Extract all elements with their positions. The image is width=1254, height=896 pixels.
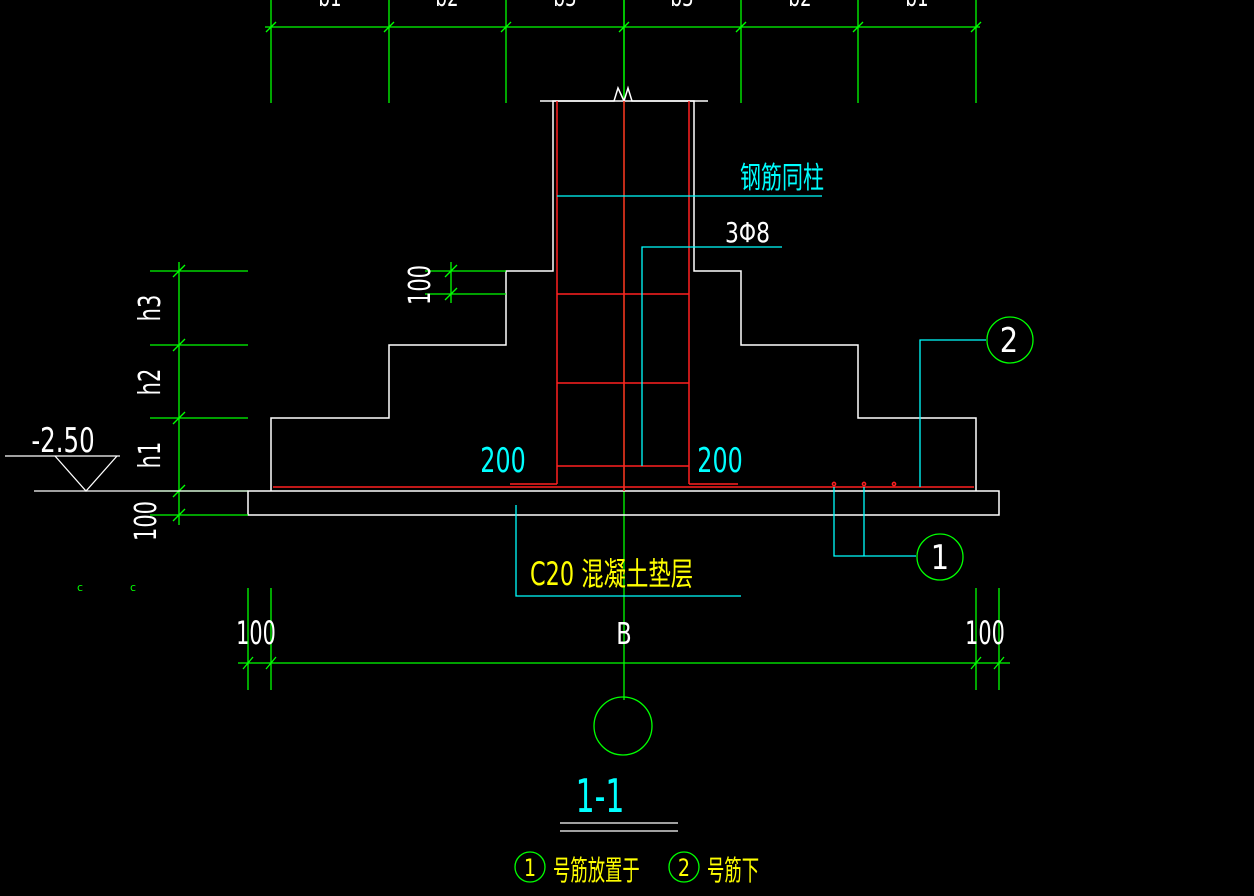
legend-mark-1-circle — [514, 851, 546, 883]
note-cover-left-200: 200 — [480, 441, 525, 480]
legend-text-2: 号筋下 — [707, 855, 759, 887]
dim-b3-right: b3 — [670, 0, 693, 13]
dim-bottom-right-100: 100 — [965, 616, 1005, 653]
legend-text-1: 号筋放置于 — [553, 855, 640, 887]
note-cover-right-200: 200 — [697, 441, 742, 480]
dim-b2-right: b2 — [788, 0, 811, 13]
legend-mark-1: 1 — [524, 855, 536, 883]
dim-h2: h2 — [133, 369, 168, 396]
legend-mark-2-circle — [668, 851, 700, 883]
small-mark-1: c — [77, 581, 83, 594]
section-title-underline — [560, 822, 678, 832]
bar-mark-2: 2 — [986, 316, 1034, 364]
top-dimension-chain — [265, 0, 982, 103]
note-concrete-pad: C20 混凝土垫层 — [530, 555, 693, 593]
leader-concrete-pad — [515, 505, 741, 597]
dim-bottom-left-100: 100 — [236, 616, 276, 653]
note-stirrups-3phi8: 3Φ8 — [725, 216, 770, 248]
elevation-mark — [5, 455, 248, 492]
leader-lines — [515, 195, 986, 597]
bottom-dimension-chain — [238, 588, 1010, 756]
dim-b1-left: b1 — [318, 0, 341, 13]
leader-bar1 — [833, 487, 916, 557]
elevation-label: -2.50 — [31, 421, 94, 460]
dim-b3-left: b3 — [553, 0, 576, 13]
leader-bar2 — [919, 339, 986, 487]
left-dimension-labels: h3 h2 h1 100 100 — [129, 265, 438, 541]
dim-h1: h1 — [133, 442, 168, 469]
small-mark-2: c — [130, 581, 136, 594]
dim-step-100: 100 — [403, 265, 438, 305]
bar-mark-1-label: 1 — [931, 539, 949, 578]
bar-mark-1: 1 — [916, 533, 964, 581]
top-dimension-labels: b1 b2 b3 b3 b2 b1 — [318, 0, 928, 13]
section-title: 1-1 — [576, 770, 625, 823]
rebar-cage — [273, 101, 974, 491]
legend-mark-2: 2 — [678, 855, 690, 883]
dim-pad-100: 100 — [129, 501, 164, 541]
axis-label-b: B — [616, 617, 631, 652]
bar-mark-2-label: 2 — [1000, 322, 1018, 361]
legend: 1 号筋放置于 2 号筋下 — [514, 851, 759, 887]
axis-bubble — [593, 696, 653, 756]
leader-stirrups — [641, 246, 782, 466]
dim-h3: h3 — [133, 295, 168, 322]
dim-b2-left: b2 — [435, 0, 458, 13]
left-dimension-chain — [150, 262, 506, 525]
note-rebar-same-as-column: 钢筋同柱 — [740, 161, 824, 196]
dim-b1-right: b1 — [905, 0, 928, 13]
